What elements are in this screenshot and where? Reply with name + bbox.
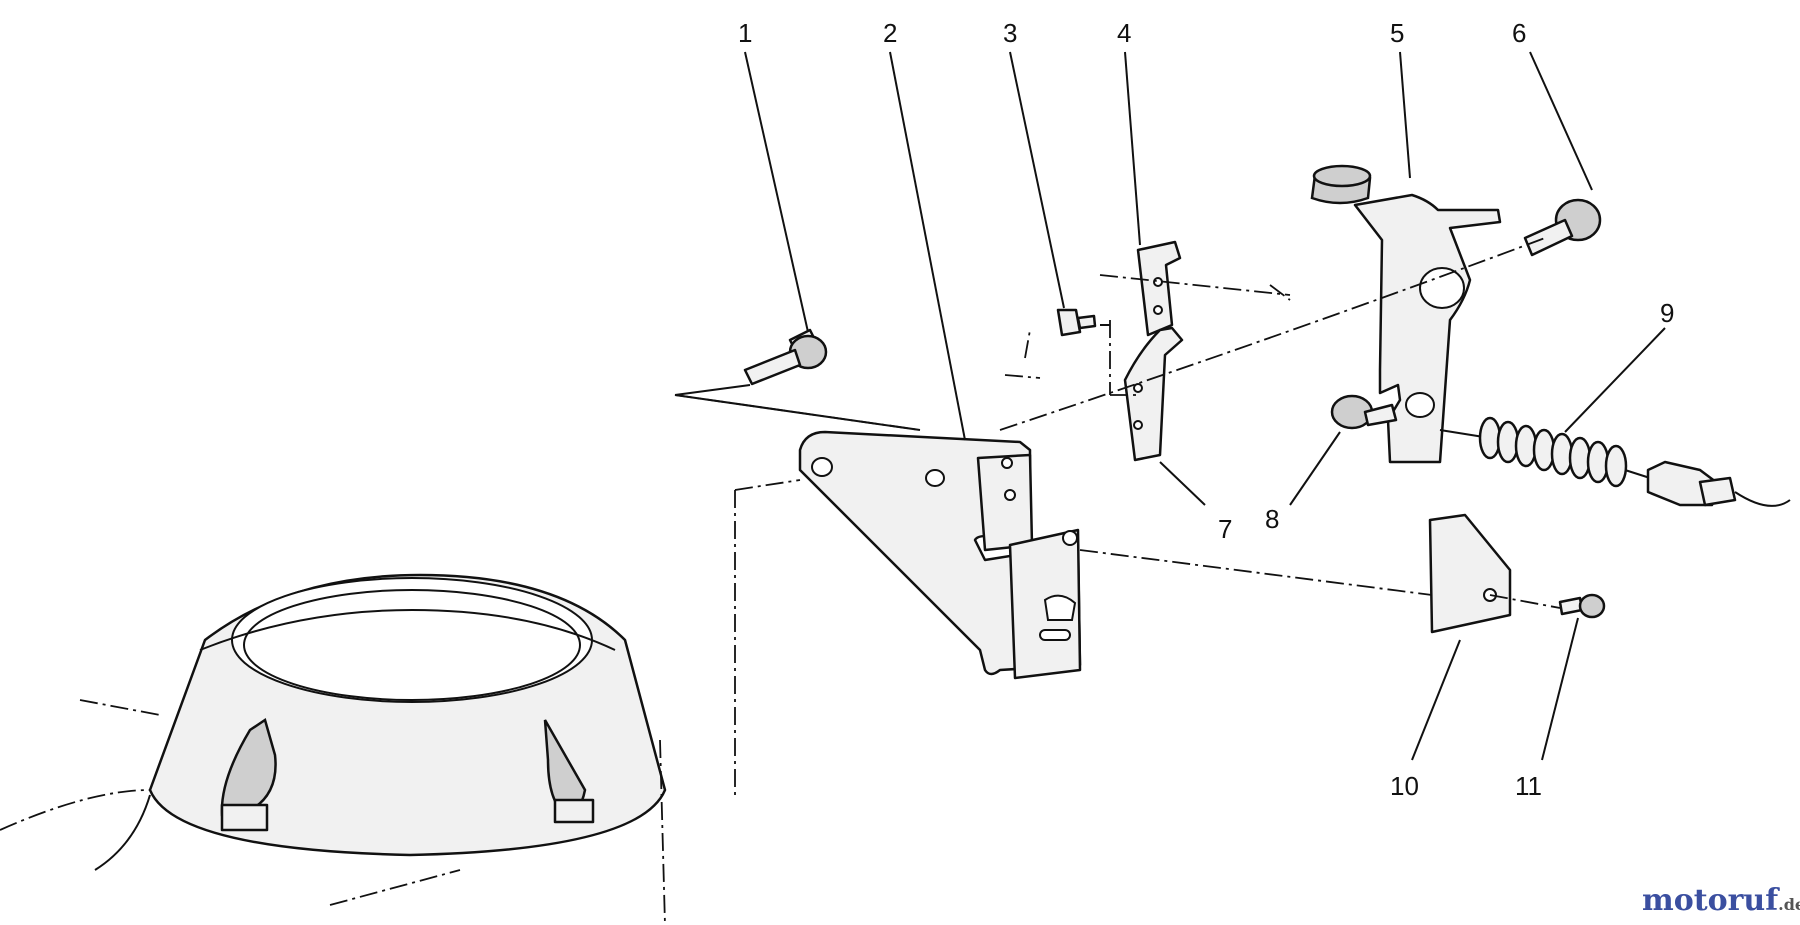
spring-cable-part-9 — [1439, 416, 1791, 507]
screw-part-11 — [1558, 593, 1606, 619]
callout-5: 5 — [1390, 18, 1404, 48]
watermark-brand: motoruf — [1642, 883, 1780, 918]
latch-plate-part-4 — [1136, 240, 1182, 337]
watermark-logo: motoruf.de — [1642, 883, 1800, 918]
plate-part-10 — [1428, 513, 1512, 634]
callout-4: 4 — [1117, 18, 1131, 48]
callout-10: 10 — [1390, 771, 1419, 801]
svg-text:motoruf.de: motoruf.de — [1642, 883, 1800, 918]
callout-11: 11 — [1515, 771, 1542, 801]
main-bracket — [798, 430, 1082, 680]
leader-lines — [744, 51, 1666, 761]
callout-1: 1 — [738, 18, 752, 48]
callout-numbers: 1 2 3 4 5 6 7 8 9 10 11 — [738, 18, 1674, 801]
callout-6: 6 — [1512, 18, 1526, 48]
bolt-part-1 — [743, 328, 828, 386]
callout-2: 2 — [883, 18, 897, 48]
assembly-lines — [674, 237, 1561, 800]
lever-part-5 — [1310, 164, 1502, 464]
callout-7: 7 — [1218, 514, 1232, 544]
engine-housing — [0, 573, 667, 925]
callout-3: 3 — [1003, 18, 1017, 48]
latch-plate-part-7 — [1123, 326, 1184, 462]
bolt-part-6 — [1523, 198, 1602, 257]
watermark-suffix: .de — [1778, 895, 1800, 914]
callout-8: 8 — [1265, 504, 1279, 534]
knob-part-8 — [1330, 394, 1398, 430]
callout-9: 9 — [1660, 298, 1674, 328]
screw-part-3 — [1056, 308, 1097, 337]
